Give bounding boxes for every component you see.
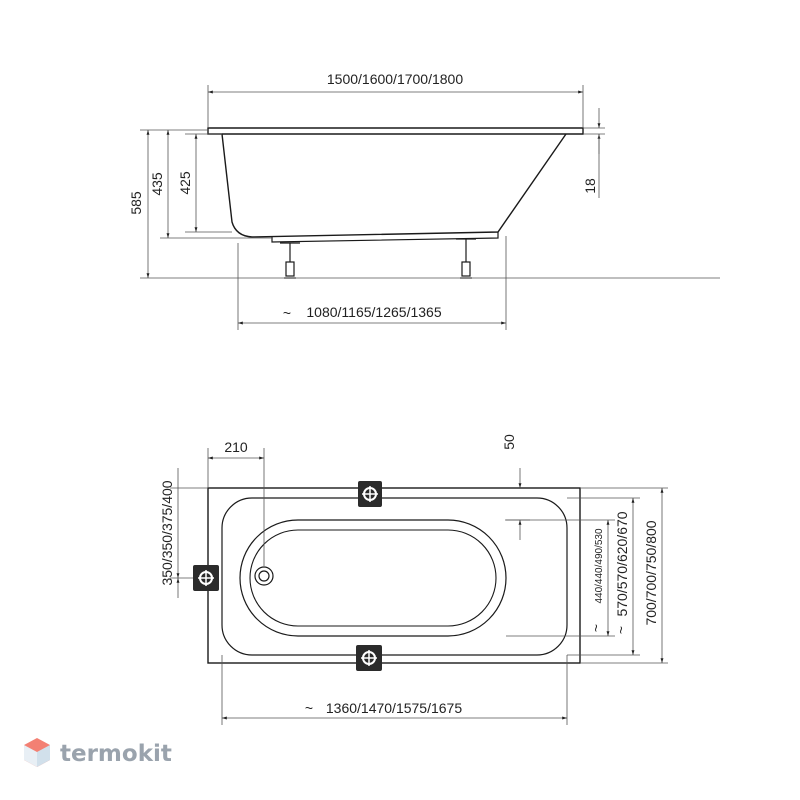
bracket-top-icon <box>358 481 382 507</box>
tub-rim <box>207 127 584 135</box>
top-mid-width-tilde: ~ <box>613 626 629 634</box>
top-dimensions <box>170 448 668 725</box>
top-outer-width-label: 700/700/750/800 <box>643 520 659 625</box>
top-rim-offset-label: 50 <box>501 434 517 450</box>
side-length-label: 1500/1600/1700/1800 <box>327 71 463 87</box>
termokit-brand-text: termokit <box>60 741 172 767</box>
tub-base <box>271 232 499 243</box>
top-offset-label: 210 <box>224 439 248 455</box>
side-rim-label: 18 <box>582 178 598 194</box>
side-bottom-length-label: 1080/1165/1265/1365 <box>306 304 441 320</box>
top-inner-length-label: 1360/1470/1575/1675 <box>326 700 462 716</box>
side-view <box>207 127 584 279</box>
top-length-tilde: ~ <box>305 700 313 716</box>
tub-basin-outer <box>239 519 507 637</box>
tub-body <box>221 133 567 238</box>
top-left-width-label: 350/350/375/400 <box>159 480 175 585</box>
side-height-total-label: 585 <box>128 191 144 215</box>
bracket-left-icon <box>193 565 219 591</box>
tub-leg-left <box>280 242 300 279</box>
tub-basin-inner <box>249 529 497 627</box>
bracket-bottom-icon <box>356 645 382 671</box>
termokit-logo-icon <box>24 738 50 767</box>
side-bottom-tilde: ~ <box>283 305 291 321</box>
side-height-outer-label: 435 <box>149 172 165 196</box>
top-inner-width-label: 440/440/490/530 <box>594 528 605 604</box>
side-dimensions <box>140 85 720 330</box>
side-height-inner-label: 425 <box>177 171 193 195</box>
top-mid-width-label: 570/570/620/670 <box>614 511 630 616</box>
tub-inner-rim <box>221 497 568 656</box>
drain-icon <box>254 566 274 586</box>
termokit-watermark: termokit <box>24 738 172 767</box>
top-inner-width-tilde: ~ <box>588 624 604 632</box>
tub-leg-right <box>456 238 476 279</box>
